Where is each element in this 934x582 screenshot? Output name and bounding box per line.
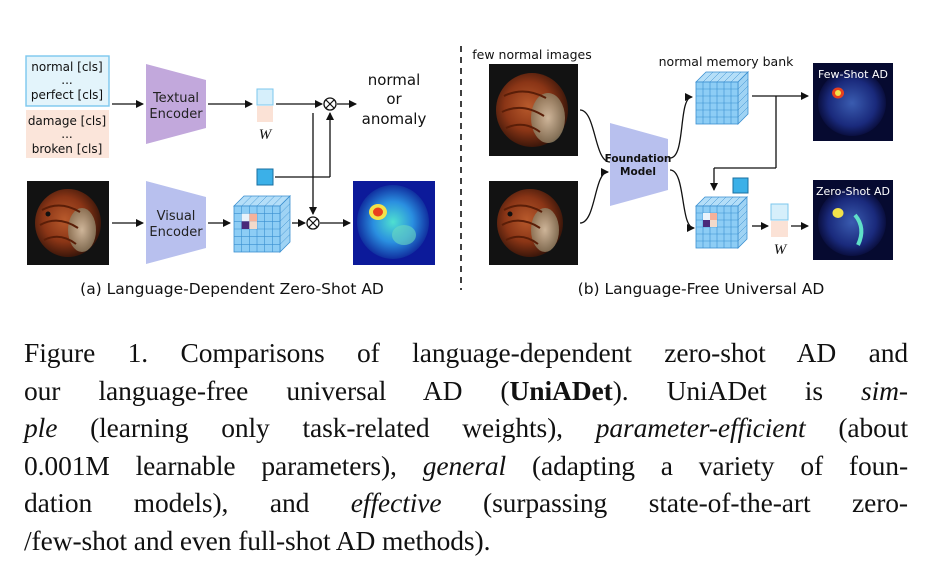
panel-a: normal [cls] ... perfect [cls] damage [c…	[25, 55, 435, 298]
caption-italic-simple-2: ple	[24, 412, 58, 443]
foundation-model-label-1: Foundation	[605, 153, 672, 165]
caption-method-name: UniADet	[509, 374, 613, 406]
caption-line-3: ple (learning only task-related weights)…	[24, 409, 908, 447]
caption-italic-general: general	[422, 449, 507, 481]
normal-prompt-2: perfect [cls]	[31, 88, 103, 102]
visual-encoder-label-2: Encoder	[149, 225, 203, 240]
caption-line-4: 0.001M learnable parameters), general (a…	[24, 447, 908, 485]
caption-line-6: /few-shot and even full-shot AD methods)…	[24, 522, 908, 560]
few-normal-label: few normal images	[472, 47, 592, 62]
weight-label-b: W	[774, 242, 788, 258]
caption-line-5: dation models), and effective (surpassin…	[24, 484, 908, 522]
caption-text-6: /few-shot and even full-shot AD methods)…	[24, 524, 491, 556]
caption-text-4c: (adapting a variety of foun-	[506, 449, 908, 481]
input-image-a	[27, 181, 109, 265]
anomaly-prompt-box	[26, 110, 109, 158]
caption-text-4a: 0.001M learnable parameters),	[24, 449, 423, 481]
visual-token	[256, 168, 274, 186]
anomaly-map-a	[353, 181, 435, 265]
zero-shot-label: Zero-Shot AD	[816, 185, 890, 198]
visual-token-b	[732, 177, 749, 194]
few-shot-map	[813, 63, 893, 141]
few-shot-label: Few-Shot AD	[818, 68, 888, 81]
output-or: or	[386, 90, 402, 108]
panel-b: few normal images Foundation Model norma…	[472, 47, 893, 298]
multiply-top-icon	[323, 97, 337, 111]
caption-italic-simple-1: sim-	[861, 374, 908, 406]
panel-a-caption: (a) Language-Dependent Zero-Shot AD	[80, 280, 384, 298]
normal-prompt-ellipsis: ...	[61, 73, 72, 87]
panel-b-caption: (b) Language-Free Universal AD	[578, 280, 825, 298]
normal-memory-bank	[695, 71, 749, 125]
text-weight-normal	[256, 88, 274, 106]
visual-weight-normal	[770, 203, 789, 221]
output-anomaly: anomaly	[362, 110, 427, 128]
caption-line-1: Figure 1. Comparisons of language-depend…	[24, 334, 908, 372]
output-normal: normal	[368, 71, 421, 89]
memory-bank-label: normal memory bank	[659, 54, 794, 69]
textual-encoder	[146, 64, 206, 144]
visual-weight-anomaly	[771, 221, 788, 237]
caption-line-2: our language-free universal AD (UniADet)…	[24, 372, 908, 410]
query-image-b	[489, 181, 578, 265]
caption-text-2c: ). UniADet is	[612, 374, 862, 406]
patch-feature-grid-a	[233, 195, 291, 253]
textual-encoder-label-2: Encoder	[149, 107, 203, 122]
normal-prompt-box	[25, 55, 110, 107]
foundation-model-label-2: Model	[620, 166, 656, 178]
caption-text-5c: (surpassing state-of-the-art zero-	[441, 487, 908, 518]
caption-text-2a: our language-free universal AD (	[24, 374, 510, 406]
caption-text-3b: (learning only task-related weights),	[57, 412, 596, 443]
normal-image-b	[489, 64, 578, 156]
text-weight-anomaly	[257, 106, 273, 122]
figure-diagram: normal [cls] ... perfect [cls] damage [c…	[25, 46, 893, 298]
weight-label-a: W	[259, 127, 273, 143]
zero-shot-map	[813, 180, 893, 260]
patch-feature-grid-b	[695, 196, 748, 249]
textual-encoder-label-1: Textual	[152, 91, 199, 106]
anomaly-prompt-2: broken [cls]	[32, 142, 103, 156]
anomaly-prompt-ellipsis: ...	[61, 127, 72, 141]
caption-text-1: Figure 1. Comparisons of language-depend…	[24, 337, 908, 368]
caption-italic-param: parameter-efficient	[595, 412, 806, 443]
figure-caption: Figure 1. Comparisons of language-depend…	[24, 334, 908, 559]
visual-encoder	[146, 181, 206, 264]
normal-prompt-1: normal [cls]	[31, 60, 102, 74]
caption-text-5a: dation models), and	[24, 487, 351, 518]
caption-text-3d: (about	[805, 412, 908, 443]
foundation-model	[610, 123, 668, 206]
visual-encoder-label-1: Visual	[157, 209, 196, 224]
anomaly-prompt-1: damage [cls]	[28, 114, 106, 128]
multiply-bottom-icon	[306, 216, 320, 230]
caption-italic-effective: effective	[350, 487, 442, 518]
